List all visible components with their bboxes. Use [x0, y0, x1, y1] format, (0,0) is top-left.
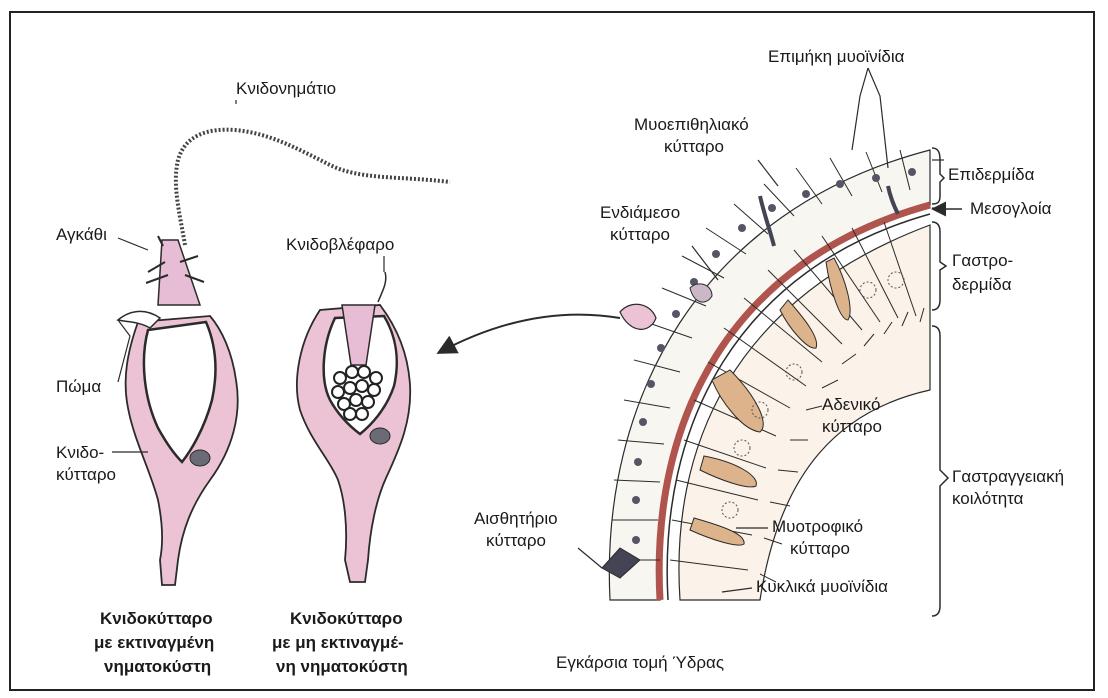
caption-right: Εγκάρσια τομή Ύδρας [556, 653, 724, 672]
caption-left-2: με εκτιναγμένη [94, 633, 214, 652]
caption-mid-2: με μη εκτιναγμέ- [272, 633, 404, 652]
interstitial-cell [690, 284, 712, 302]
label-adeniko-a: Αδενικό [822, 395, 880, 414]
label-aisthitirio-a: Αισθητήριο [474, 509, 558, 528]
label-epimiki: Επιμήκη μυοϊνίδια [768, 47, 905, 66]
label-myotrofiko-b: κύτταρο [790, 539, 850, 558]
label-adeniko-b: κύτταρο [822, 417, 882, 436]
caption-mid-1: Κνιδοκύτταρο [290, 609, 403, 628]
undischarged-cnidocyte [297, 272, 410, 582]
caption-left-3: νηματοκύστη [104, 657, 211, 676]
cnidocil [378, 272, 386, 302]
label-mesogloia: Μεσογλοία [970, 199, 1052, 218]
label-knidoblefaro: Κνιδοβλέφαρο [286, 235, 394, 254]
label-endiameso-b: κύτταρο [610, 225, 670, 244]
cnidocyte-in-section [620, 304, 656, 329]
label-knidokyttaro-b: κύτταρο [56, 465, 116, 484]
braces [932, 148, 948, 616]
cnidocil-thread [176, 130, 450, 245]
label-myoepith-b: κύτταρο [664, 137, 724, 156]
label-poma: Πώμα [56, 377, 101, 396]
label-myoepith-a: Μυοεπιθηλιακό [634, 115, 749, 134]
label-endiameso-a: Ενδιάμεσο [600, 203, 680, 222]
label-gastro-a: Γαστρο- [952, 251, 1013, 270]
label-myotrofiko-a: Μυοτροφικό [772, 517, 863, 536]
label-gastraggeiaki-b: κοιλότητα [952, 489, 1024, 508]
label-agkathi: Αγκάθι [56, 225, 107, 244]
label-epidermida: Επιδερμίδα [948, 165, 1035, 184]
label-knidokyttaro-a: Κνιδο- [56, 443, 104, 462]
label-gastraggeiaki-a: Γαστραγγειακή [952, 467, 1064, 486]
nucleus-left [190, 450, 210, 466]
tube-shaft [158, 240, 200, 305]
caption-mid-3: νη νηματοκύστη [276, 657, 408, 676]
caption-left-1: Κνιδοκύτταρο [100, 609, 213, 628]
nucleus-mid [370, 428, 390, 444]
label-kyklika: Κυκλικά μυοϊνίδια [756, 577, 888, 596]
label-aisthitirio-b: κύτταρο [486, 531, 546, 550]
pointer-arrow [440, 315, 620, 352]
label-knidonimatio: Κνιδονημάτιο [236, 79, 336, 98]
label-gastro-b: δερμίδα [952, 275, 1012, 294]
